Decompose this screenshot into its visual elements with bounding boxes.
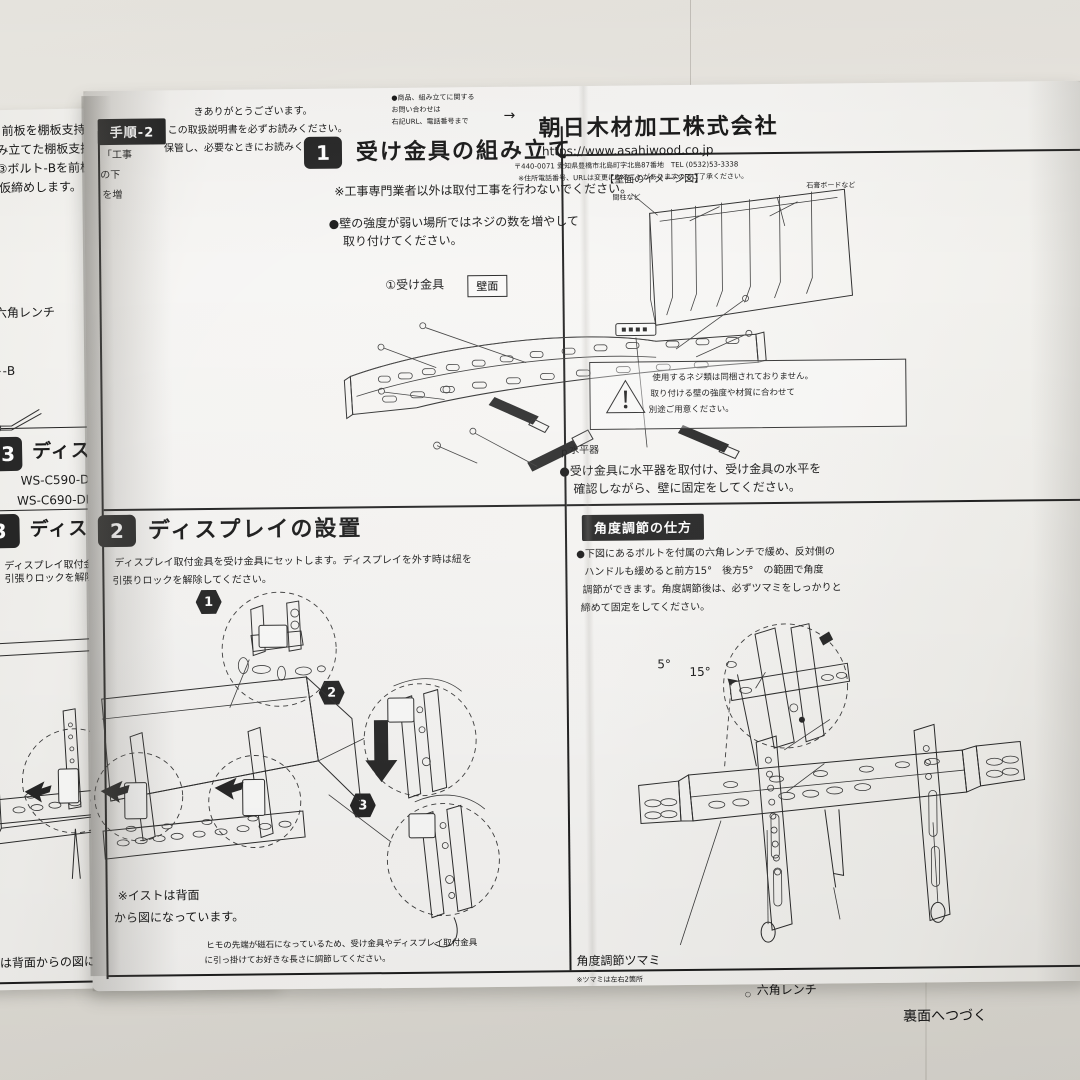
section-1-note-1: ※工事専門業者以外は取付工事を行わないでください。 [334, 181, 633, 199]
company-name: 朝日木材加工株式会社 [538, 113, 779, 142]
level-bullet-icon: p [561, 447, 568, 459]
section-2-bottom-note-2: に引っ掛けてお好きな長さに調節してください。 [204, 954, 391, 967]
section-1-number: 1 [303, 136, 343, 169]
section-2-title: ディスプレイの設置 [147, 516, 363, 544]
knob-label: 角度調節ツマミ [576, 953, 661, 969]
procedure-body-3: を増 [102, 189, 123, 202]
display-installation-drawing [94, 591, 500, 948]
wrench-label: 六角レンチ [756, 982, 817, 998]
continue-label: 裏面へつづく [902, 1007, 988, 1025]
step-3-number: 3 [0, 513, 20, 549]
section-2-body-line-1: ディスプレイ取付金具を受け金具にセットします。ディスプレイを外す時は紐を [114, 554, 472, 569]
section-1-title: 受け金具の組み立て [355, 138, 573, 166]
angle-body-line-3: 調節ができます。角度調節後は、必ずツマミをしっかりと [582, 582, 842, 597]
wall-image-caption: 【壁面のイメージ図】 [604, 173, 705, 186]
left-tool-label: m 六角レンチ [0, 305, 56, 321]
manual-page-right: きありがとうございます。 この取扱説明書を必ずお読みください。 保管し、必要なと… [83, 80, 1080, 1025]
right-page-hrule-left [103, 504, 566, 511]
section-2-number: 2 [97, 514, 137, 548]
angle-body-line-1: ●下図にあるボルトを付属の六角レンチで緩め、反対側の [576, 546, 835, 561]
procedure-body-1: 「工事 [101, 149, 133, 162]
inquiry-line-1: ●商品、組み立てに関する [391, 93, 475, 103]
desk-seam-line [925, 955, 927, 1080]
wall-structure-drawing [631, 188, 854, 326]
wall-surface-label: 壁面 [467, 274, 508, 298]
left-part-label: ルト‐B [0, 363, 16, 379]
inquiry-line-2: お問い合わせは [391, 105, 441, 115]
warning-line-2: 取り付ける壁の強度や材質に合わせて [650, 387, 796, 400]
right-page-hrule-1 [566, 498, 1080, 506]
section-2-note-line-1: ※イストは背面 [117, 888, 200, 903]
angle-body-line-4: 締めて固定をしてください。 [580, 601, 711, 615]
section-2-note-line-2: から図になっています。 [113, 909, 245, 925]
thanks-line-2: この取扱説明書を必ずお読みください。 [167, 123, 348, 137]
angle-adjustment-drawing [638, 623, 1026, 946]
level-device-label: 水平器 [569, 444, 600, 457]
warning-line-3: 別途ご用意ください。 [648, 404, 734, 416]
section-1-note-2-line-1: ●壁の強度が弱い場所ではネジの数を増やして [328, 214, 579, 231]
section-2-body-line-2: 引張りロックを解除してください。 [112, 574, 272, 587]
procedure-body-2: の下 [100, 169, 121, 182]
section-1-note-2-line-2: 取り付けてください。 [342, 233, 463, 249]
bracket-label: ①受け金具 [385, 277, 445, 293]
thanks-line-1: きありがとうございます。 [193, 105, 313, 119]
section-1-bullet-line-2: 確認しながら、壁に固定をしてください。 [573, 479, 801, 497]
wrench-bullet-icon: ○ [744, 990, 751, 999]
left-body-line-4: へ、仮締めします。 [0, 179, 83, 196]
warning-line-1: 使用するネジ類は同梱されておりません。 [652, 371, 814, 384]
procedure-tag: 手順-2 [97, 118, 167, 146]
warning-triangle-icon [605, 379, 646, 414]
inquiry-line-3: 右記URL、電話番号まで [391, 117, 469, 127]
section-1-bullet-line-1: ●受け金具に水平器を取付け、受け金具の水平を [559, 461, 822, 479]
inquiry-arrow-icon: → [503, 107, 516, 124]
step-13-number: 13 [0, 436, 23, 472]
hex-wrench-drawing [0, 408, 42, 435]
angle-body-line-2: ハンドルも緩めると前方15° 後方5° の範囲で角度 [584, 564, 824, 579]
wall-bracket-drawing [343, 294, 767, 472]
angle-section-tag: 角度調節の仕方 [581, 513, 705, 542]
knob-note: ※ツマミは左右2箇所 [576, 975, 644, 985]
